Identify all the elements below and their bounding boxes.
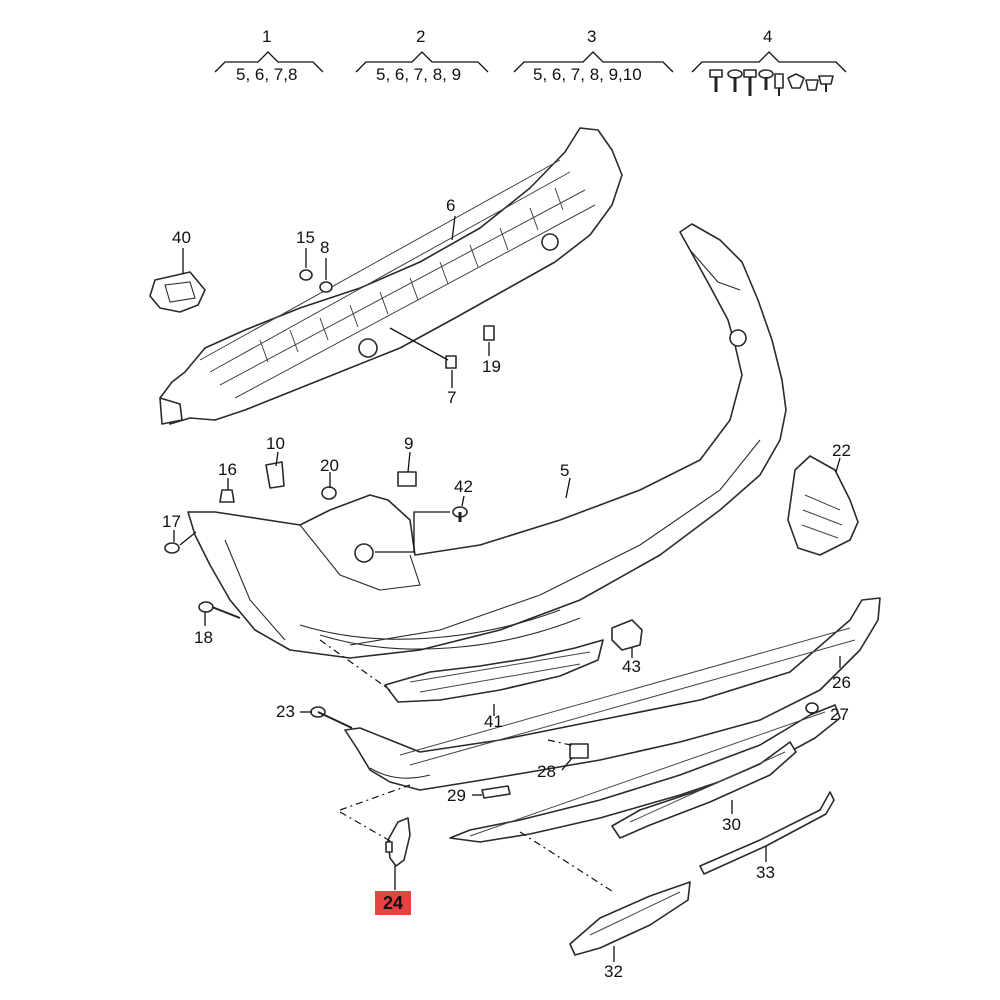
label-43: 43 xyxy=(622,657,641,676)
part-16-clip xyxy=(219,489,235,503)
group-1-items: 5, 6, 7,8 xyxy=(236,65,297,84)
group-3-items: 5, 6, 7, 8, 9,10 xyxy=(533,65,642,84)
label-27: 27 xyxy=(830,705,849,724)
part-7-clip xyxy=(445,355,457,369)
label-22: 22 xyxy=(832,441,851,460)
part-29-strip xyxy=(481,785,511,799)
group-1: 1 5, 6, 7,8 xyxy=(214,27,324,84)
part-40-bracket xyxy=(149,248,206,313)
part-33-strip xyxy=(699,791,835,875)
diffuser xyxy=(449,704,841,843)
label-41: 41 xyxy=(484,712,503,731)
label-16: 16 xyxy=(218,460,237,479)
label-15: 15 xyxy=(296,228,315,247)
part-32-trim xyxy=(569,881,691,956)
part-15-nut xyxy=(299,269,313,281)
label-33: 33 xyxy=(756,863,775,882)
part-28-bracket xyxy=(569,743,589,759)
part-24-reflector xyxy=(385,817,411,867)
part-5-bumper-cover xyxy=(187,223,787,659)
part-26-lower-panel xyxy=(344,597,881,791)
label-6: 6 xyxy=(446,196,455,215)
label-40: 40 xyxy=(172,228,191,247)
label-20: 20 xyxy=(320,456,339,475)
label-30: 30 xyxy=(722,815,741,834)
label-26: 26 xyxy=(832,673,851,692)
highlight-box xyxy=(375,891,411,915)
part-43-bracket xyxy=(611,619,643,651)
group-2-items: 5, 6, 7, 8, 9 xyxy=(376,65,461,84)
label-28: 28 xyxy=(537,762,556,781)
label-17: 17 xyxy=(162,512,181,531)
group-3-number: 3 xyxy=(587,27,596,46)
part-30-trim xyxy=(611,741,797,839)
highlighted-label-24[interactable]: 24 xyxy=(375,891,411,915)
label-5: 5 xyxy=(560,461,569,480)
label-29: 29 xyxy=(447,786,466,805)
label-23: 23 xyxy=(276,702,295,721)
label-7: 7 xyxy=(447,388,456,407)
label-24: 24 xyxy=(383,893,403,913)
part-22-trim xyxy=(787,455,859,556)
group-3: 3 5, 6, 7, 8, 9,10 xyxy=(513,27,674,84)
group-1-number: 1 xyxy=(262,27,271,46)
part-10-bracket xyxy=(265,461,285,489)
part-20-nut xyxy=(321,486,337,500)
label-42: 42 xyxy=(454,477,473,496)
part-42-screw xyxy=(452,506,468,522)
fastener-icons xyxy=(709,69,834,96)
part-18-screw xyxy=(198,601,241,619)
part-8-nut xyxy=(319,281,333,293)
label-32: 32 xyxy=(604,962,623,981)
group-2-number: 2 xyxy=(416,27,425,46)
part-23-screw xyxy=(310,706,353,729)
part-labels: 6 40 15 8 19 7 10 9 22 16 20 5 42 17 18 … xyxy=(162,196,851,981)
label-19: 19 xyxy=(482,357,501,376)
group-4-number: 4 xyxy=(763,27,772,46)
part-6-impact-beam xyxy=(159,127,623,425)
part-19-clip xyxy=(483,325,495,341)
label-8: 8 xyxy=(320,238,329,257)
label-9: 9 xyxy=(404,434,413,453)
label-10: 10 xyxy=(266,434,285,453)
part-41-grille xyxy=(384,639,604,703)
label-18: 18 xyxy=(194,628,213,647)
part-9-clip xyxy=(397,471,417,487)
group-4: 4 xyxy=(691,27,847,96)
part-17-screw xyxy=(164,542,180,554)
group-2: 2 5, 6, 7, 8, 9 xyxy=(355,27,489,84)
